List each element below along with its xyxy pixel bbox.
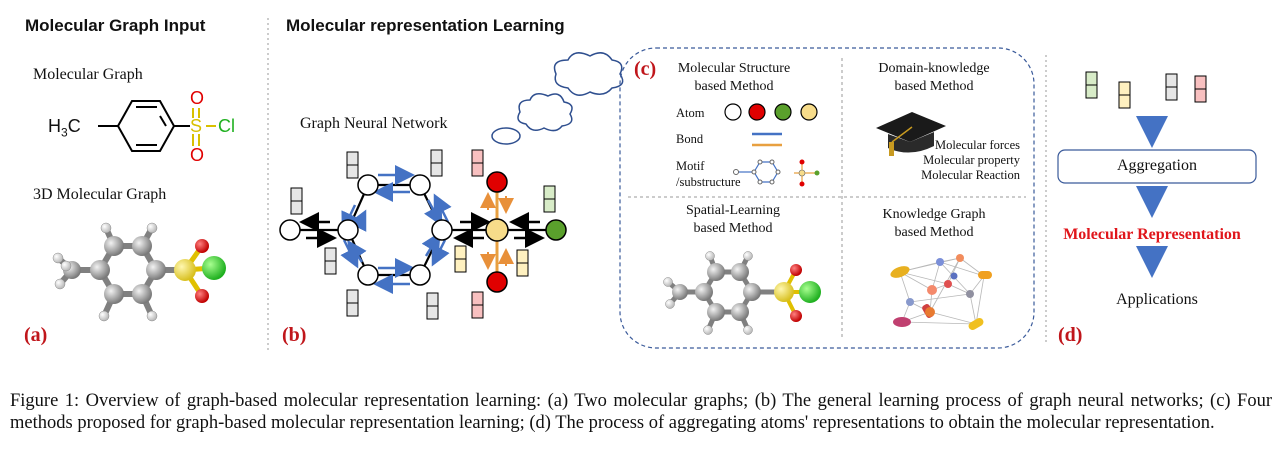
- sulfonyl-bonds: [192, 108, 216, 146]
- figure-caption: Figure 1: Overview of graph-based molecu…: [10, 391, 1272, 433]
- oxygen-top-label: O: [190, 88, 205, 108]
- panel-c-tag: (c): [634, 58, 657, 80]
- oxygen-bottom-label: O: [190, 145, 205, 165]
- molecular-3d-label: 3D Molecular Graph: [33, 186, 167, 203]
- aggregation-box: [1057, 149, 1257, 184]
- panel-a-title: Molecular Graph Input: [25, 16, 206, 35]
- motif-legend: [733, 159, 820, 187]
- bond-label: Bond: [676, 132, 704, 146]
- molecular-graph-label: Molecular Graph: [33, 66, 143, 83]
- atom-legend: [724, 103, 818, 121]
- panel-a-tag: (a): [24, 324, 48, 346]
- gnn-feature-vectors: [290, 149, 556, 320]
- atom-label: Atom: [676, 106, 705, 120]
- methyl-group-label: H3C: [48, 116, 81, 140]
- chlorine-atom-label: Cl: [218, 116, 235, 136]
- aggregation-input-vectors: [1085, 71, 1207, 109]
- motif-label: Motif/substructure: [676, 159, 741, 189]
- molecule-2d-structure: [98, 100, 190, 152]
- spatial-molecule-model: [663, 251, 821, 335]
- aggregation-label: Aggregation: [1117, 157, 1197, 174]
- gnn-nodes: [279, 171, 567, 293]
- molecular-representation-label: Molecular Representation: [1063, 226, 1241, 243]
- sulfur-atom-label: S: [190, 116, 203, 136]
- bond-legend: [752, 132, 782, 147]
- knowledge-graph: [890, 254, 992, 331]
- panel-d-tag: (d): [1058, 324, 1083, 346]
- graduation-cap-icon: [876, 112, 946, 156]
- thought-clouds: [491, 52, 624, 145]
- gnn-label: Graph Neural Network: [300, 115, 448, 132]
- applications-label: Applications: [1116, 291, 1198, 308]
- molecule-3d-model: [52, 222, 226, 322]
- panel-c-border: [619, 47, 1035, 349]
- gnn-orange-arrows: [480, 192, 514, 270]
- panel-b-tag: (b): [282, 324, 307, 346]
- domain-items: Molecular forces Molecular property Mole…: [921, 138, 1020, 182]
- panel-b-title: Molecular representation Learning: [286, 16, 565, 35]
- gnn-black-arrows: [299, 212, 545, 248]
